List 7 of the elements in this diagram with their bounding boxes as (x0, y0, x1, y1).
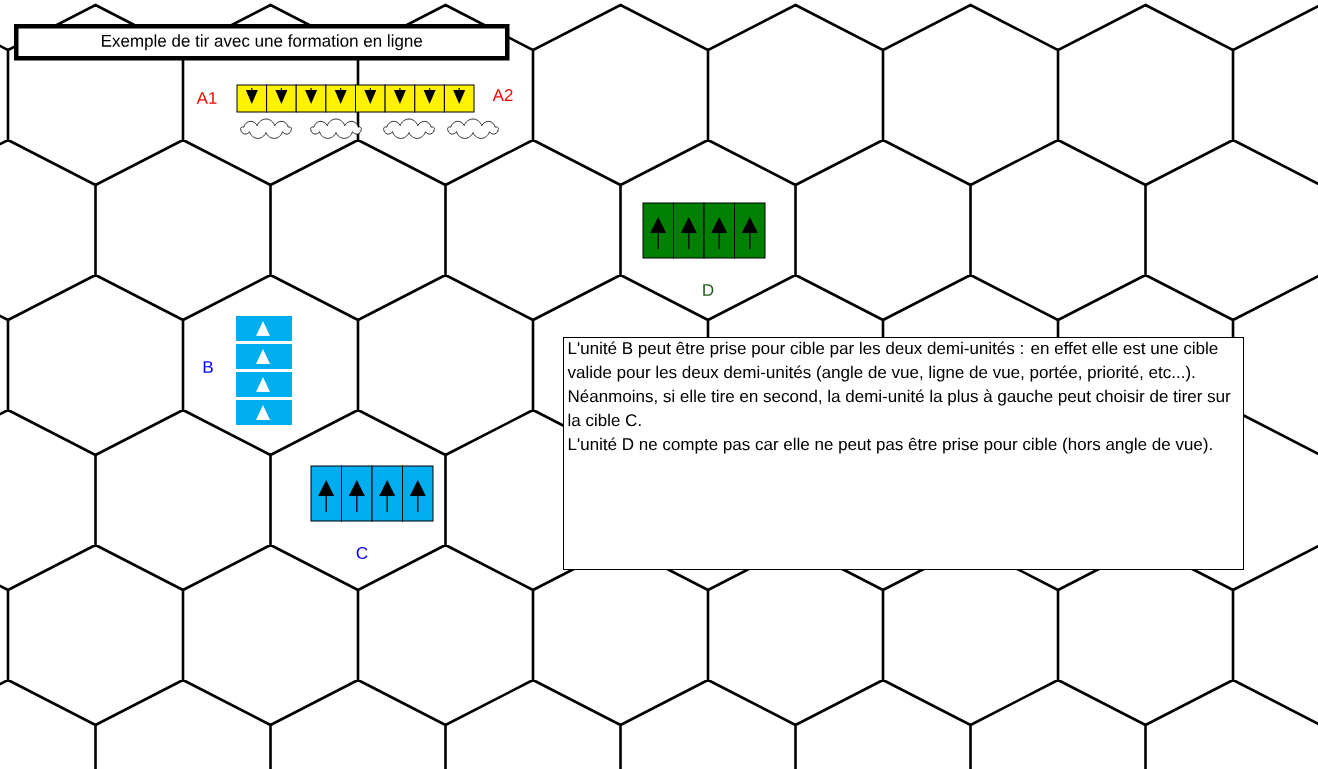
unit-label: B (203, 361, 213, 373)
text-box: L'unité B peut être prise pour cible par les deux demi-unités : en effet elle est une cible valide pour les deux demi-unités (angle de vue, ligne de vue, portée, priorité, etc...). Néanmoins, si elle tire en second, la demi-unité la plus à gauche peut choisir de tirer sur la cible C. L'unité D ne compte pas car elle ne peut pas être prise pour cible (hors angle de vue). (563, 337, 1244, 570)
unit-label: D (703, 284, 714, 296)
unit-label: C (356, 547, 368, 560)
unit-label: A1 (196, 92, 217, 104)
title-box: Exemple de tir avec une formation en ligne (14, 24, 510, 61)
unit-label: A2 (492, 89, 513, 101)
